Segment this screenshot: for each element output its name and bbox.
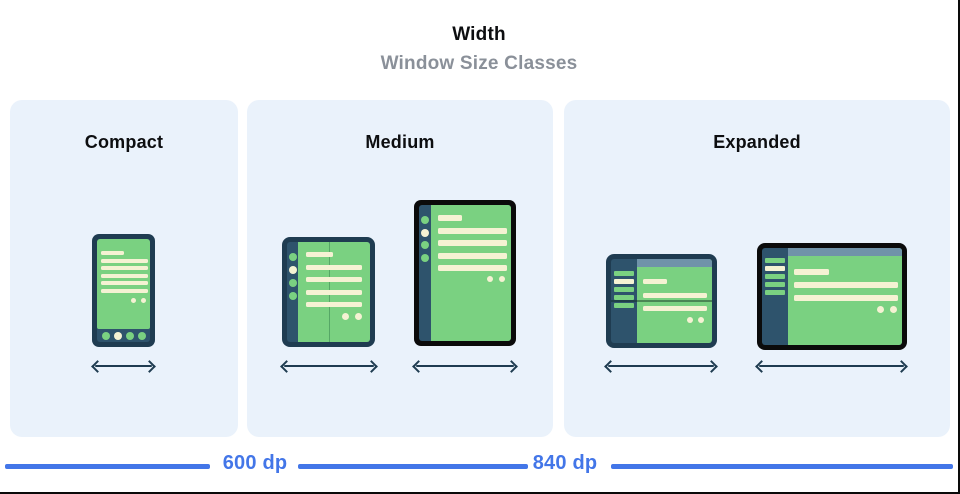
panel-compact: Compact: [10, 100, 238, 437]
app-top-bar: [637, 259, 712, 267]
rail-dot: [421, 216, 429, 224]
tablet-body: [419, 205, 511, 341]
phone-screen: [97, 239, 150, 329]
foldable-screen: [298, 242, 370, 342]
content-line: [101, 273, 148, 278]
horizontal-width-arrow-icon: [756, 360, 907, 372]
rail-dot: [288, 279, 297, 287]
horizontal-width-arrow-icon: [281, 360, 377, 372]
nav-dot-active: [113, 332, 122, 340]
content-lines: [643, 279, 707, 311]
fold-crease-line: [611, 300, 712, 302]
rail-dot-active: [288, 266, 297, 274]
content-line: [306, 277, 362, 282]
content-line: [438, 227, 507, 234]
panel-title-compact: Compact: [84, 132, 164, 152]
horizontal-width-arrow-icon: [605, 360, 717, 372]
tablet-screen: [788, 248, 902, 345]
content-lines: [794, 269, 898, 301]
content-line: [101, 281, 148, 285]
action-dots: [687, 317, 704, 323]
action-dots: [877, 306, 897, 313]
nav-dot: [101, 332, 110, 340]
content-line: [101, 258, 148, 263]
nav-dot: [125, 332, 134, 340]
content-lines: [438, 215, 507, 271]
phone-portrait-illustration: [92, 234, 155, 347]
nav-rail: [421, 216, 429, 262]
sidebar-item-bar: [765, 274, 785, 279]
horizontal-width-arrow-icon: [92, 360, 155, 372]
content-line: [794, 282, 898, 288]
app-top-bar: [788, 248, 902, 256]
tablet-landscape-illustration: [757, 243, 907, 350]
content-line: [438, 215, 462, 221]
sidebar-item-bar-active: [614, 279, 634, 284]
sidebar-item-bar-active: [765, 266, 785, 271]
nav-dot: [137, 332, 146, 340]
content-line: [643, 292, 707, 298]
diagram-subtitle: Window Size Classes: [380, 53, 578, 74]
content-line: [643, 306, 707, 311]
content-line: [438, 252, 507, 259]
panel-title-expanded: Expanded: [713, 132, 801, 152]
foldable-screen: [637, 259, 712, 343]
sidebar-menu: [765, 258, 785, 295]
horizontal-width-arrow-icon: [413, 360, 517, 372]
rail-dot: [288, 292, 297, 300]
rail-dot: [421, 241, 429, 249]
foldable-body: [611, 259, 712, 343]
phone-body: [97, 239, 150, 342]
content-line: [306, 264, 362, 270]
action-dots: [342, 313, 362, 320]
content-lines: [306, 252, 362, 307]
sidebar-item-bar: [765, 290, 785, 295]
breakpoint-label-600dp: 600 dp: [222, 452, 288, 474]
panel-medium: Medium: [247, 100, 553, 437]
panel-expanded: Expanded: [564, 100, 950, 437]
content-line: [101, 251, 124, 255]
sidebar-item-bar: [614, 295, 634, 300]
sidebar-item-bar: [765, 282, 785, 287]
foldable-body: [287, 242, 370, 342]
rail-dot: [288, 253, 297, 261]
sidebar-item-bar: [614, 287, 634, 292]
content-line: [101, 266, 148, 270]
diagram-title: Width: [452, 24, 506, 45]
tablet-portrait-illustration: [414, 200, 516, 346]
breakpoint-ruler-segment: [5, 464, 210, 469]
content-line: [306, 289, 362, 295]
content-lines: [101, 251, 148, 293]
content-line: [794, 295, 898, 301]
content-line: [438, 240, 507, 246]
tablet-body: [762, 248, 902, 345]
rail-dot: [421, 253, 429, 262]
content-line: [306, 252, 333, 257]
foldable-landscape-illustration: [606, 254, 717, 348]
content-line: [794, 269, 829, 275]
sidebar-item-bar: [614, 303, 634, 308]
content-line: [643, 279, 667, 284]
phone-nav-bar: [97, 332, 150, 340]
foldable-portrait-illustration: [282, 237, 375, 347]
action-dots: [487, 276, 505, 282]
content-line: [438, 265, 507, 271]
sidebar-item-bar: [614, 271, 634, 276]
sidebar-menu: [614, 271, 634, 308]
sidebar-item-bar: [765, 258, 785, 263]
breakpoint-label-840dp: 840 dp: [532, 452, 598, 474]
content-line: [101, 288, 148, 293]
content-line: [306, 302, 362, 307]
breakpoint-ruler-segment: [298, 464, 528, 469]
nav-rail: [288, 253, 297, 300]
breakpoint-ruler-segment: [611, 464, 953, 469]
panel-title-medium: Medium: [365, 132, 435, 152]
tablet-screen: [431, 205, 511, 341]
rail-dot-active: [421, 228, 429, 237]
action-dots: [131, 298, 146, 303]
